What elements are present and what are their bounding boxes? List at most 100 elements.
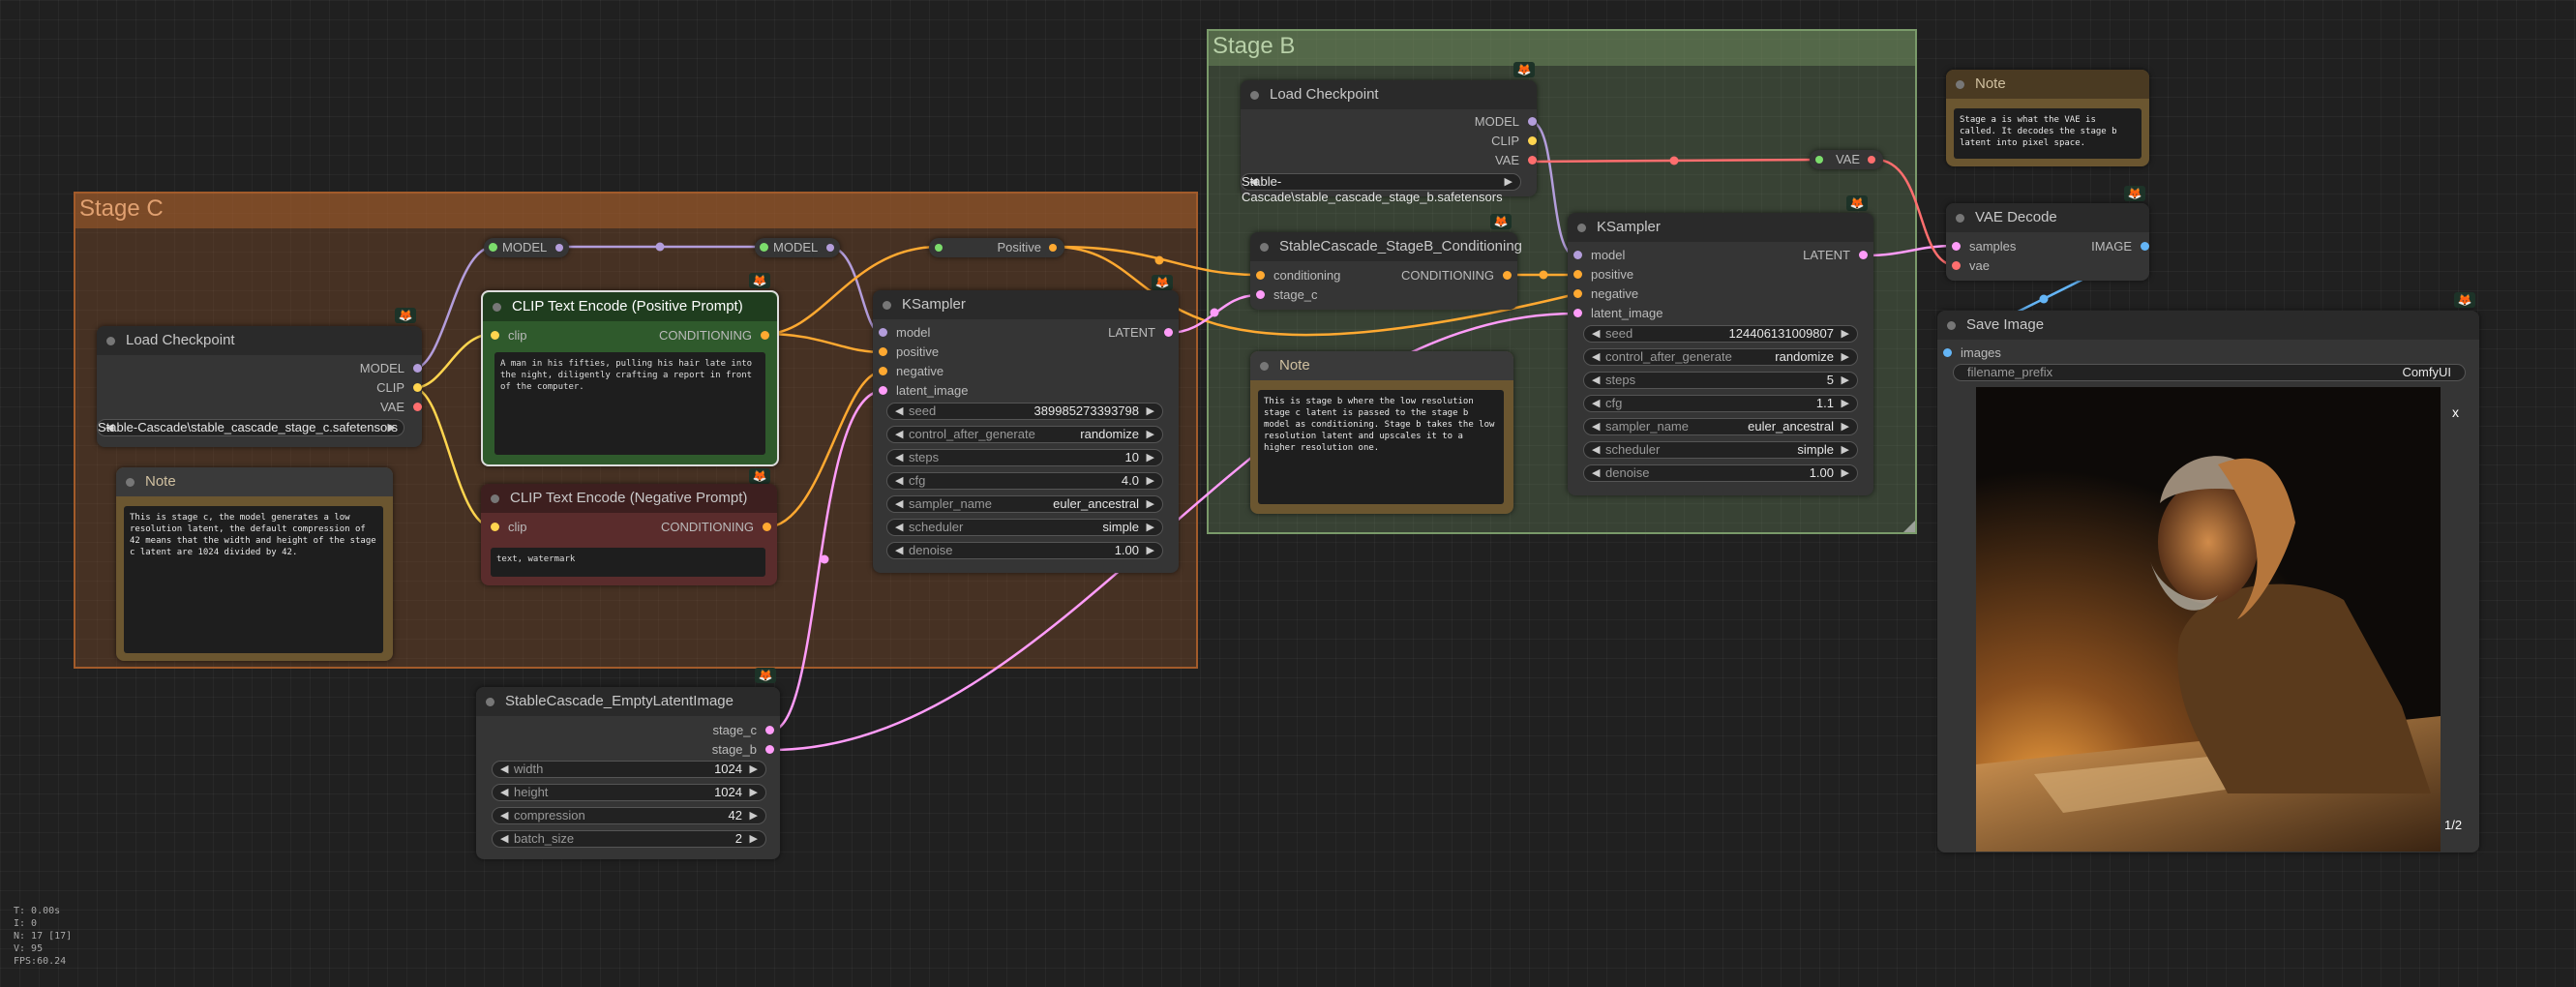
collapse-dot[interactable] (126, 478, 135, 487)
slot-dot[interactable] (413, 383, 422, 392)
prompt-textarea[interactable]: text, watermark (491, 548, 765, 577)
slot-dot[interactable] (760, 243, 768, 252)
output-vae[interactable]: VAE (1495, 152, 1537, 169)
reroute-model-2[interactable]: MODEL (755, 238, 840, 257)
arrow-left-icon[interactable]: ◀ (500, 787, 509, 798)
note-textarea[interactable]: This is stage c, the model generates a l… (124, 506, 383, 653)
slot-dot[interactable] (1573, 270, 1582, 279)
arrow-left-icon[interactable]: ◀ (1592, 467, 1601, 479)
slot-dot[interactable] (1859, 251, 1868, 259)
reroute-positive[interactable]: Positive (929, 238, 1064, 257)
collapse-dot[interactable] (491, 494, 499, 503)
arrow-right-icon[interactable]: ▶ (1841, 351, 1849, 363)
slot-dot[interactable] (1528, 117, 1537, 126)
arrow-right-icon[interactable]: ▶ (1146, 429, 1154, 440)
collapse-dot[interactable] (1577, 224, 1586, 232)
output-clip[interactable]: CLIP (376, 379, 422, 397)
slot-dot[interactable] (1573, 309, 1582, 317)
slot-dot[interactable] (2141, 242, 2149, 251)
arrow-left-icon[interactable]: ◀ (895, 545, 904, 556)
arrow-right-icon[interactable]: ▶ (1146, 522, 1154, 533)
node-title[interactable]: Load Checkpoint (97, 326, 422, 355)
node-title[interactable]: VAE Decode (1946, 203, 2149, 232)
node-note-stage-a[interactable]: Note Stage a is what the VAE is called. … (1946, 70, 2149, 166)
slot-dot[interactable] (1573, 251, 1582, 259)
prompt-textarea[interactable]: A man in his fifties, pulling his hair l… (494, 352, 765, 455)
preview-image[interactable] (1976, 387, 2441, 852)
arrow-right-icon[interactable]: ▶ (749, 833, 758, 845)
node-note-stage-b[interactable]: Note This is stage b where the low resol… (1250, 351, 1513, 514)
node-ksampler-b[interactable]: KSampler model positive negative latent_… (1568, 213, 1873, 495)
slot-dot[interactable] (826, 244, 834, 252)
arrow-right-icon[interactable]: ▶ (1504, 176, 1513, 188)
output-conditioning[interactable]: CONDITIONING (661, 519, 771, 536)
input-positive[interactable]: positive (1573, 266, 1633, 284)
arrow-left-icon[interactable]: ◀ (500, 833, 509, 845)
ckpt-name-combo[interactable]: ◀ Stable-Cascade\stable_cascade_stage_c.… (97, 419, 404, 436)
arrow-right-icon[interactable]: ▶ (1841, 421, 1849, 433)
reroute-input[interactable]: MODEL (489, 239, 547, 256)
input-stage-c[interactable]: stage_c (1256, 286, 1318, 304)
slot-dot[interactable] (555, 244, 563, 252)
collapse-dot[interactable] (1260, 243, 1269, 252)
arrow-right-icon[interactable]: ▶ (1841, 467, 1849, 479)
output-clip[interactable]: CLIP (1491, 133, 1537, 150)
slot-dot[interactable] (413, 403, 422, 411)
arrow-left-icon[interactable]: ◀ (895, 475, 904, 487)
slot-dot[interactable] (491, 523, 499, 531)
slot-dot[interactable] (1049, 244, 1057, 252)
arrow-right-icon[interactable]: ▶ (1841, 374, 1849, 386)
slot-dot[interactable] (879, 347, 887, 356)
slot-dot[interactable] (1528, 156, 1537, 164)
slot-dot[interactable] (1952, 242, 1961, 251)
input-negative[interactable]: negative (1573, 285, 1638, 303)
arrow-left-icon[interactable]: ◀ (895, 429, 904, 440)
output-conditioning[interactable]: CONDITIONING (1401, 267, 1512, 284)
output-model[interactable]: MODEL (360, 360, 422, 377)
node-title[interactable]: Note (116, 467, 393, 496)
node-empty-latent-image[interactable]: StableCascade_EmptyLatentImage stage_c s… (476, 687, 780, 859)
slot-dot[interactable] (413, 364, 422, 373)
node-stage-b-conditioning[interactable]: StableCascade_StageB_Conditioning condit… (1250, 232, 1522, 310)
slot-dot[interactable] (1573, 289, 1582, 298)
collapse-dot[interactable] (486, 698, 494, 706)
node-title[interactable]: CLIP Text Encode (Positive Prompt) (483, 292, 777, 321)
node-clip-text-encode-negative[interactable]: CLIP Text Encode (Negative Prompt) clip … (481, 484, 777, 585)
node-title[interactable]: KSampler (873, 290, 1179, 319)
output-vae[interactable]: VAE (380, 399, 422, 416)
input-vae[interactable]: vae (1952, 257, 1990, 275)
note-textarea[interactable]: This is stage b where the low resolution… (1258, 390, 1504, 504)
slot-dot[interactable] (763, 523, 771, 531)
input-positive[interactable]: positive (879, 344, 939, 361)
arrow-right-icon[interactable]: ▶ (1841, 328, 1849, 340)
resize-handle[interactable] (1903, 521, 1915, 532)
input-model[interactable]: model (879, 324, 930, 342)
arrow-right-icon[interactable]: ▶ (1146, 475, 1154, 487)
node-clip-text-encode-positive[interactable]: CLIP Text Encode (Positive Prompt) clip … (481, 290, 779, 466)
slot-dot[interactable] (761, 331, 769, 340)
input-latent-image[interactable]: latent_image (879, 382, 968, 400)
arrow-left-icon[interactable]: ◀ (1592, 398, 1601, 409)
arrow-left-icon[interactable]: ◀ (105, 422, 114, 434)
node-load-checkpoint-b[interactable]: Load Checkpoint MODEL CLIP VAE ◀ Stable-… (1241, 80, 1537, 204)
input-latent-image[interactable]: latent_image (1573, 305, 1662, 322)
slot-dot[interactable] (879, 328, 887, 337)
input-conditioning[interactable]: conditioning (1256, 267, 1340, 284)
slot-dot[interactable] (1164, 328, 1173, 337)
collapse-dot[interactable] (883, 301, 891, 310)
slot-dot[interactable] (1815, 156, 1823, 164)
